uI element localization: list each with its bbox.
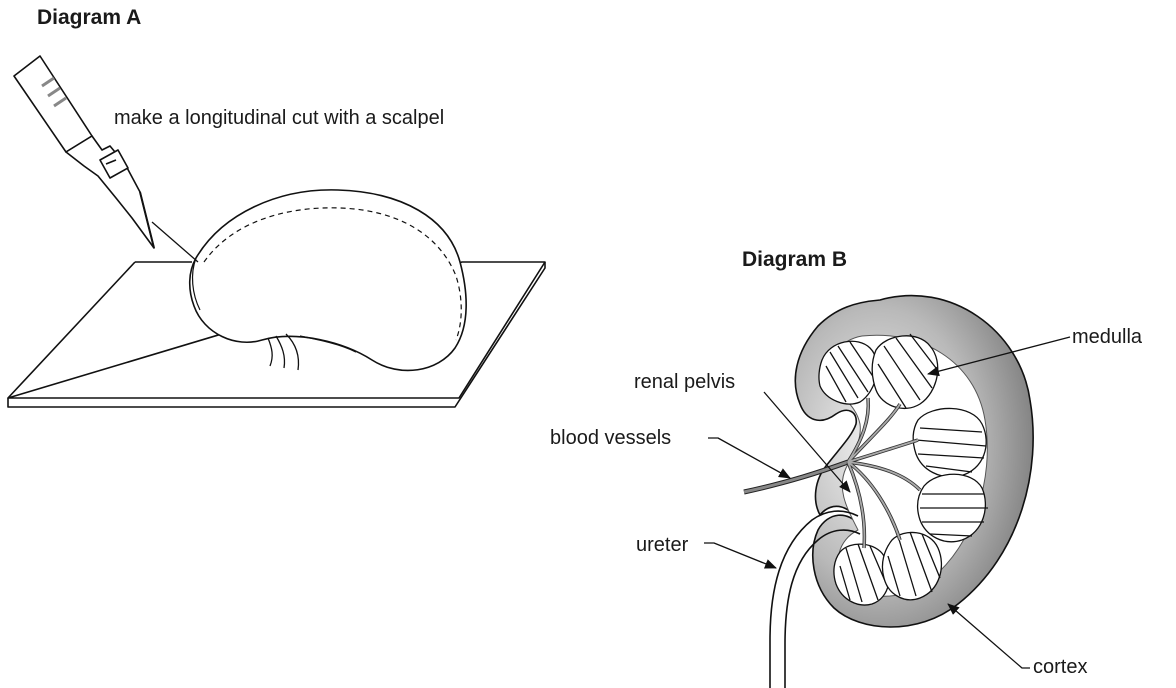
diagram-b-drawing — [704, 296, 1070, 688]
pyramid-3 — [913, 408, 986, 476]
scalpel — [14, 56, 154, 248]
cortex-pointer — [948, 604, 1030, 668]
pyramid-2 — [872, 334, 937, 408]
pyramid-6 — [882, 532, 941, 600]
blood-vessels-pointer — [708, 438, 790, 478]
ureter-pointer — [704, 543, 776, 568]
diagram-a-drawing — [8, 56, 545, 407]
cut-guide-line — [152, 222, 198, 262]
pyramid-1 — [819, 341, 877, 404]
